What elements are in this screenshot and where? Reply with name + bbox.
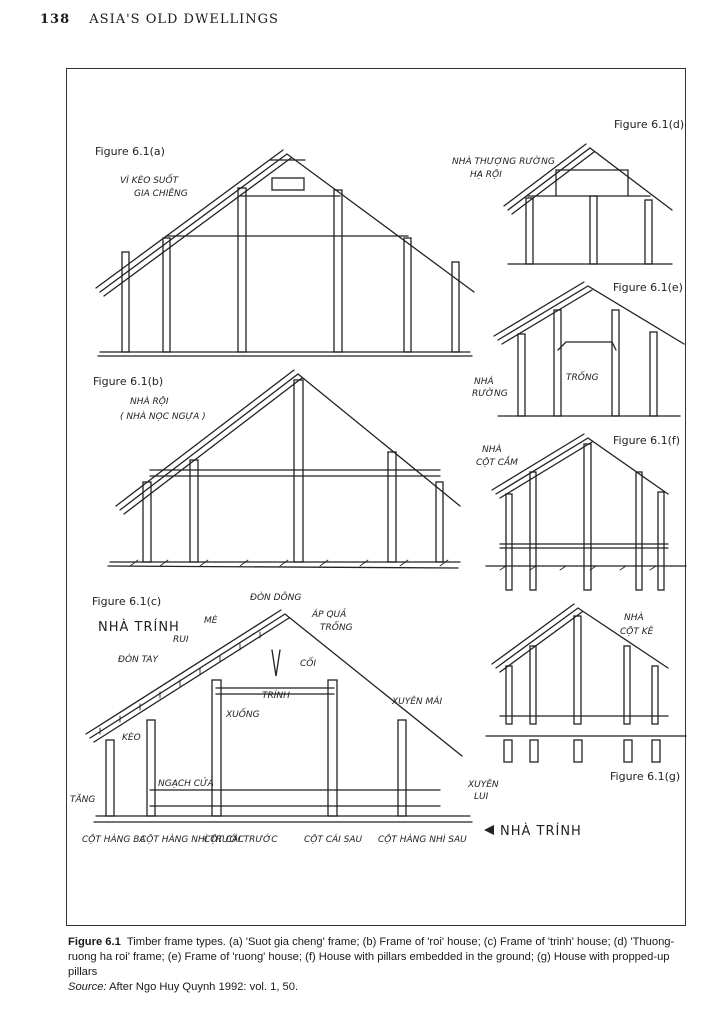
- figure-c-label: Figure 6.1(c): [92, 595, 161, 608]
- caption-text: Timber frame types. (a) 'Suot gia cheng'…: [68, 936, 675, 978]
- book-title: ASIA'S OLD DWELLINGS: [89, 12, 279, 27]
- figure-c-note-don-tay: ĐÒN TAY: [118, 653, 159, 665]
- figure-c-note-ngach-cua: NGẠCH CỬA: [158, 777, 214, 789]
- figure-b-note-1: NHÀ RỘI: [130, 395, 169, 407]
- figure-d-note-1: NHÀ THƯỢNG RƯỜNG: [452, 155, 555, 167]
- figure-b-label: Figure 6.1(b): [93, 375, 163, 388]
- figure-c-bottom-cot-hang-nhi-sau: CỘT HÀNG NHÌ SAU: [378, 833, 467, 845]
- figure-e-label: Figure 6.1(e): [613, 281, 683, 294]
- caption-source-label: Source:: [68, 981, 107, 993]
- figure-c-bottom-cot-hang-ba: CỘT HÀNG BA: [82, 833, 146, 845]
- figure-g-note-1: NHÀ: [624, 611, 644, 623]
- figure-c-note-trong: TRỐNG: [320, 620, 353, 633]
- figure-c-bottom-cot-cai-truoc: CỘT CÁI TRƯỚC: [204, 833, 278, 845]
- figure-c-note-xuyen-mai: XUYÊN MÁI: [391, 695, 442, 707]
- figure-c-note-xuyen: XUYÊN: [467, 778, 499, 790]
- figure-frame: [66, 68, 686, 926]
- figure-c-drawing: [85, 609, 473, 823]
- figure-c-note-lui: LUI: [474, 792, 489, 802]
- figure-e-note-3: TRỐNG: [566, 370, 599, 383]
- figure-c-note-rui: RUI: [173, 635, 189, 645]
- figure-a-note-1: VÌ KÈO SUỐT: [120, 173, 180, 186]
- figure-c-note-keo: KÈO: [122, 731, 141, 743]
- figure-g-note-2: CỘT KÊ: [620, 625, 654, 637]
- figure-c-note-trinh: TRÍNH: [262, 689, 290, 701]
- figure-f-note-2: CỘT CẮM: [476, 455, 518, 468]
- figure-c-note-me: MÈ: [204, 614, 218, 626]
- figure-a-note-2: GIA CHIÊNG: [134, 187, 188, 199]
- figure-f-note-1: NHÀ: [482, 443, 502, 455]
- arrow-left-icon: [484, 825, 494, 835]
- figure-g-drawing: [485, 603, 687, 763]
- figure-c-note-xuong: XUỐNG: [225, 707, 260, 720]
- figure-f-drawing: [485, 433, 687, 591]
- caption-source-text: After Ngo Huy Quynh 1992: vol. 1, 50.: [109, 981, 299, 993]
- running-header: 138 ASIA'S OLD DWELLINGS: [40, 12, 279, 27]
- figure-b-drawing: [107, 369, 461, 569]
- figure-g-label: Figure 6.1(g): [610, 770, 680, 783]
- figure-d-label: Figure 6.1(d): [614, 118, 684, 131]
- page-number: 138: [40, 12, 71, 27]
- figure-e-drawing: [493, 281, 685, 417]
- figure-e-note-2: RƯỜNG: [472, 387, 508, 399]
- figure-d-drawing: [503, 143, 673, 265]
- figure-c-note-coi: CỐI: [300, 656, 316, 669]
- figure-f-label: Figure 6.1(f): [613, 434, 680, 447]
- figure-c-note-ap-qua: ÁP QUẢ: [311, 608, 346, 620]
- figure-b-note-2: ( NHÀ NỌC NGỰA ): [120, 410, 206, 422]
- figure-c-note-don-dong: ĐÒN DÔNG: [250, 591, 301, 603]
- figure-c-bottom-cot-hang-nhi-truoc: CỘT HÀNG NHÌ TRƯỚC: [140, 833, 245, 845]
- figure-c-bottom-cot-cai-sau: CỘT CÁI SAU: [304, 833, 363, 845]
- figure-c-note-tang: TĂNG: [70, 793, 95, 805]
- figure-c-title: NHÀ TRÍNH: [98, 619, 180, 635]
- caption-figure-id: Figure 6.1: [68, 936, 121, 948]
- figure-e-note-1: NHÀ: [474, 375, 494, 387]
- figure-d-note-2: HẠ RỘI: [470, 169, 502, 180]
- figure-a-label: Figure 6.1(a): [95, 145, 165, 158]
- figure-c-arrow-label: NHÀ TRÍNH: [500, 823, 582, 839]
- figure-a-drawing: [95, 149, 475, 357]
